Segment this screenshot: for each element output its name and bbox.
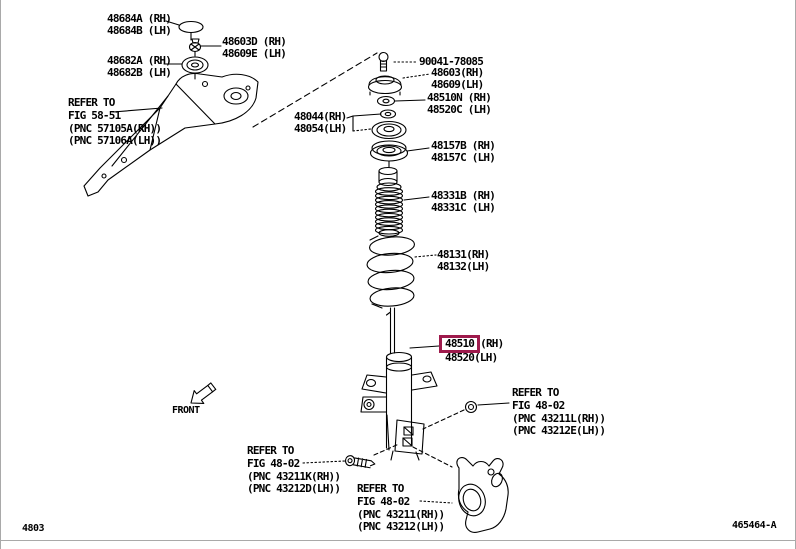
part-number-suffix: (RH) xyxy=(480,337,504,351)
part-number-line: 48682B (LH) xyxy=(107,65,172,79)
callout-part-48510-selected[interactable]: 48510 (RH) 48520(LH) xyxy=(439,335,504,364)
refer-line: (PNC 57105A(RH)) xyxy=(68,121,162,135)
page-code: 4803 xyxy=(22,523,45,534)
note-refer-fig-48-02-right: REFER TO FIG 48-02 (PNC 43211L(RH)) (PNC… xyxy=(512,386,606,438)
callout-part-48603[interactable]: 48603(RH) 48609(LH) xyxy=(431,66,484,91)
part-number-line: 48603D (RH) xyxy=(222,35,287,48)
part-number-line: 48331C (LH) xyxy=(431,200,496,214)
nut-lower-drawing xyxy=(464,400,478,414)
note-refer-fig-58-51: REFER TO FIG 58-51 (PNC 57105A(RH)) (PNC… xyxy=(68,96,162,148)
callout-part-48682[interactable]: 48682A (RH) 48682B (LH) xyxy=(107,54,172,79)
refer-line: REFER TO xyxy=(357,482,404,495)
part-number-line: 48609(LH) xyxy=(431,77,484,91)
callout-part-48157[interactable]: 48157B (RH) 48157C (LH) xyxy=(431,139,496,164)
bolt-90041-drawing xyxy=(378,51,389,72)
part-number-line: 48157B (RH) xyxy=(431,139,496,152)
strut-48510-drawing xyxy=(360,307,438,461)
refer-line: REFER TO xyxy=(512,386,559,399)
refer-line: (PNC 43211K(RH)) xyxy=(247,469,341,483)
part-number-line: 48131(RH) xyxy=(437,248,490,261)
note-refer-fig-48-02-bottom: REFER TO FIG 48-02 (PNC 43211(RH)) (PNC … xyxy=(357,482,445,534)
bearing-48682-drawing xyxy=(181,56,209,80)
figure-code: 465464-A xyxy=(732,520,777,531)
refer-line: FIG 48-02 xyxy=(512,398,565,412)
selected-part-highlight-box[interactable]: 48510 xyxy=(439,335,481,353)
refer-line: (PNC 43211L(RH)) xyxy=(512,411,606,425)
refer-line: (PNC 43211(RH)) xyxy=(357,507,445,521)
washer-48684-drawing xyxy=(178,20,204,41)
refer-line: FIG 58-51 xyxy=(68,108,121,122)
refer-line: (PNC 43212(LH)) xyxy=(357,520,445,534)
part-number-line: 48132(LH) xyxy=(437,259,490,273)
callout-part-48044[interactable]: 48044(RH) 48054(LH) xyxy=(294,110,347,135)
assembly-connectors-dashed xyxy=(373,409,465,468)
bolt-lower-drawing xyxy=(344,455,376,469)
callout-part-48603d[interactable]: 48603D (RH) 48609E (LH) xyxy=(222,35,287,60)
refer-line: REFER TO xyxy=(247,444,294,457)
refer-line: (PNC 43212E(LH)) xyxy=(512,424,606,438)
part-number-line: 48331B (RH) xyxy=(431,189,496,202)
leader-lines-center xyxy=(302,61,510,504)
part-number-line: 48603(RH) xyxy=(431,66,484,79)
front-direction-label: FRONT xyxy=(172,405,200,416)
part-number-line: 48684A (RH) xyxy=(107,12,172,25)
bump-stop-drawing xyxy=(378,166,398,187)
refer-line: FIG 48-02 xyxy=(247,456,300,470)
part-number-line: 48510N (RH) xyxy=(427,91,492,104)
callout-part-48684[interactable]: 48684A (RH) 48684B (LH) xyxy=(107,12,172,37)
part-number-line: 48054(LH) xyxy=(294,121,347,135)
refer-line: FIG 48-02 xyxy=(357,494,410,508)
part-number-line: 48684B (LH) xyxy=(107,23,172,37)
callout-part-90041-78085[interactable]: 90041-78085 xyxy=(419,55,484,68)
front-arrow-icon xyxy=(190,382,217,404)
callout-part-48331[interactable]: 48331B (RH) 48331C (LH) xyxy=(431,189,496,214)
part-number-line: 90041-78085 xyxy=(419,55,484,68)
refer-line: (PNC 57106A(LH)) xyxy=(68,134,162,148)
part-number-line: 48682A (RH) xyxy=(107,54,172,67)
part-number-line: 48609E (LH) xyxy=(222,46,287,60)
note-refer-fig-48-02-left: REFER TO FIG 48-02 (PNC 43211K(RH)) (PNC… xyxy=(247,444,341,496)
callout-part-48510n[interactable]: 48510N (RH) 48520C (LH) xyxy=(427,91,492,116)
spring-seat-48157-drawing xyxy=(369,140,409,168)
refer-line: REFER TO xyxy=(68,96,115,109)
part-number-line: 48157C (LH) xyxy=(431,150,496,164)
washer-48510n-drawing xyxy=(376,95,396,107)
callout-part-48131[interactable]: 48131(RH) 48132(LH) xyxy=(437,248,490,273)
assembly-axis-dashed xyxy=(252,52,378,128)
fender-apron-drawing xyxy=(83,72,259,197)
nut-48603d-drawing xyxy=(188,38,202,57)
steering-knuckle-drawing xyxy=(456,457,509,533)
coil-spring-48131-drawing xyxy=(366,235,415,309)
part-number-line: 48520C (LH) xyxy=(427,102,492,116)
support-cap-48603-drawing xyxy=(367,75,403,96)
part-number-line: 48520(LH) xyxy=(445,351,498,364)
bearing-48044-drawing xyxy=(371,120,407,140)
dust-boot-48331-drawing xyxy=(374,182,404,237)
washer-48044-drawing xyxy=(379,109,397,119)
leader-lines-top-left xyxy=(163,20,222,65)
refer-line: (PNC 43212D(LH)) xyxy=(247,482,341,496)
part-number-line: 48044(RH) xyxy=(294,110,347,123)
